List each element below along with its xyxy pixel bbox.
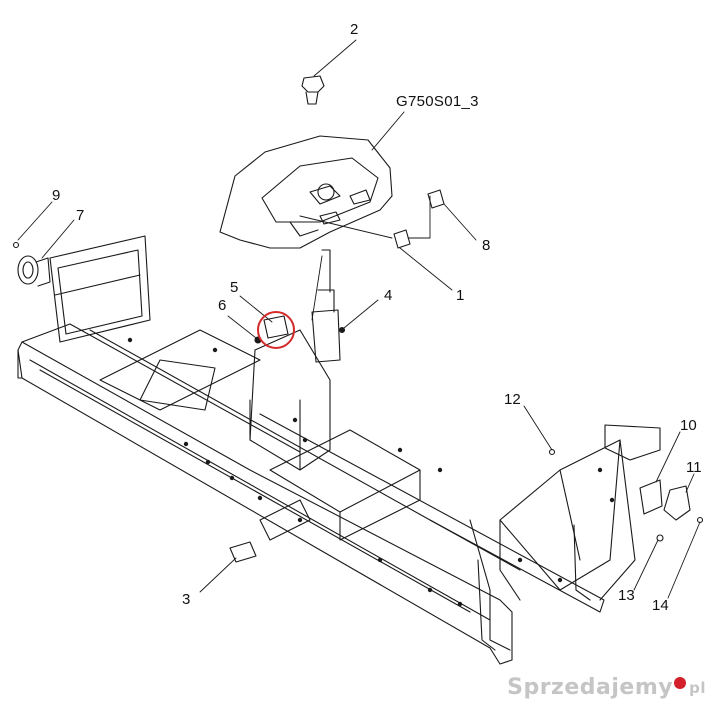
fuel-fitting-3 [229, 541, 257, 563]
dash-panel [219, 135, 393, 249]
callout-9: 9 [52, 187, 61, 204]
key-switch-2 [301, 75, 325, 105]
callout-6: 6 [218, 297, 227, 314]
callout-13: 13 [618, 587, 635, 604]
small-fittings-4-5-6 [254, 315, 346, 344]
callout-14: 14 [652, 597, 669, 614]
switch-1 [393, 229, 411, 249]
callout-4: 4 [384, 287, 393, 304]
callout-5: 5 [230, 279, 239, 296]
watermark-text: Sprzedajemy [507, 675, 674, 700]
callout-10: 10 [680, 417, 697, 434]
leader-lines [17, 39, 701, 599]
callout-2: 2 [350, 21, 359, 38]
frame-holes [127, 337, 615, 607]
callout-7: 7 [76, 207, 85, 224]
watermark-logo: Sprzedajemy pl [507, 675, 706, 700]
watermark-suffix: pl [689, 678, 706, 697]
highlight-circle [257, 311, 295, 349]
watermark-dot-icon [674, 676, 687, 689]
callout-11: 11 [686, 459, 702, 476]
callout-1: 1 [456, 287, 465, 304]
callout-3: 3 [182, 591, 191, 608]
frame-assembly [17, 235, 661, 665]
horn-7-9 [12, 241, 51, 287]
callout-12: 12 [504, 391, 521, 408]
assembly-code-label: G750S01_3 [396, 93, 479, 110]
callout-8: 8 [482, 237, 491, 254]
